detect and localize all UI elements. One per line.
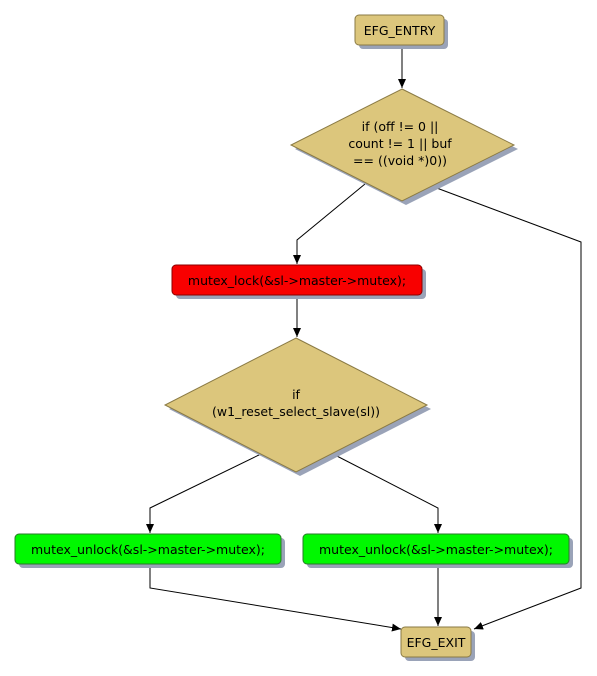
node-entry: EFG_ENTRY [354,14,448,49]
entry-label: EFG_ENTRY [364,23,436,38]
node-mutex-lock: mutex_lock(&sl->master->mutex); [171,264,426,299]
exit-label: EFG_EXIT [407,635,466,650]
mutex-unlock-right-label: mutex_unlock(&sl->master->mutex); [319,542,553,557]
mutex-lock-label: mutex_lock(&sl->master->mutex); [188,273,406,288]
edge-cond1-to-exit [425,183,582,630]
edge-cond1-to-lock [293,183,366,264]
condition-1-line-1: if (off != 0 || [362,119,439,134]
condition-2-line-2: (w1_reset_select_slave(sl)) [212,404,380,419]
condition-1-line-3: == ((void *)0)) [353,153,447,168]
edge-cond2-to-unlock-left [146,452,264,533]
node-condition-2: if (w1_reset_select_slave(sl)) [163,337,431,476]
edges [146,45,582,632]
edge-cond2-to-unlock-right [330,452,442,533]
mutex-unlock-left-label: mutex_unlock(&sl->master->mutex); [31,542,265,557]
condition-2-line-1: if [292,387,300,402]
edge-unlock-left-to-exit [149,564,402,632]
node-mutex-unlock-left: mutex_unlock(&sl->master->mutex); [14,533,285,568]
condition-1-line-2: count != 1 || buf [348,136,452,151]
node-condition-1: if (off != 0 || count != 1 || buf == ((v… [289,88,518,205]
node-mutex-unlock-right: mutex_unlock(&sl->master->mutex); [302,533,573,568]
node-exit: EFG_EXIT [400,626,475,661]
